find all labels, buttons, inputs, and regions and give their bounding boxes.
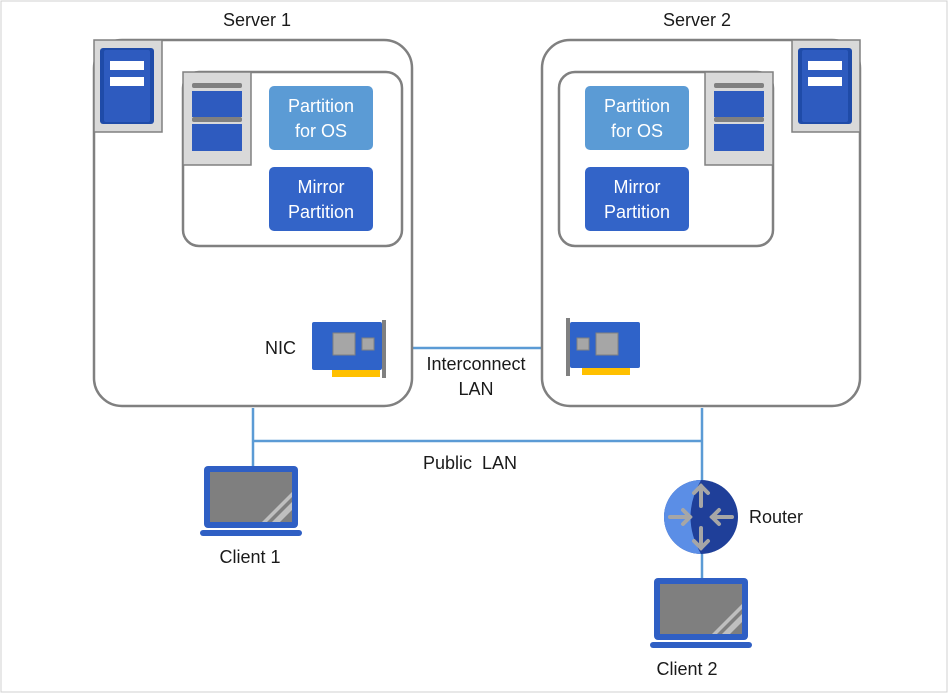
client-2-laptop-icon	[650, 578, 752, 648]
server-1-server-icon	[93, 39, 163, 133]
server-1-mirror-partition	[269, 167, 373, 231]
server-1: Server 1 Partition for OS Mirror Partiti…	[92, 10, 414, 408]
server-1-mirror-partition-line1: Mirror	[298, 177, 345, 197]
server-1-partition-os-line1: Partition	[288, 96, 354, 116]
interconnect-label-line2: LAN	[458, 379, 493, 399]
client-2-label: Client 2	[656, 659, 717, 679]
interconnect-label-line1: Interconnect	[426, 354, 525, 374]
router-label: Router	[749, 507, 803, 527]
server-2-partition-os	[585, 86, 689, 150]
server-1-mirror-partition-line2: Partition	[288, 202, 354, 222]
public-lan-label: Public LAN	[423, 453, 517, 473]
server-2-nic-icon	[566, 318, 640, 376]
server-1-partition-os	[269, 86, 373, 150]
server-2: Server 2 Partition for OS Mirror Partiti…	[540, 10, 862, 408]
router-icon	[664, 480, 738, 554]
server-2-server-icon	[791, 39, 861, 133]
server-1-title: Server 1	[223, 10, 291, 30]
server-2-partition-os-line1: Partition	[604, 96, 670, 116]
client-1-laptop-icon	[200, 466, 302, 536]
nic-label: NIC	[265, 338, 296, 358]
server-1-disk-icon	[182, 71, 252, 166]
server-2-mirror-partition-line1: Mirror	[614, 177, 661, 197]
server-2-mirror-partition-line2: Partition	[604, 202, 670, 222]
server-2-partition-os-line2: for OS	[611, 121, 663, 141]
server-2-disk-icon	[704, 71, 774, 166]
server-2-mirror-partition	[585, 167, 689, 231]
server-2-title: Server 2	[663, 10, 731, 30]
server-1-nic-icon	[312, 320, 386, 378]
server-1-partition-os-line2: for OS	[295, 121, 347, 141]
client-1-label: Client 1	[219, 547, 280, 567]
